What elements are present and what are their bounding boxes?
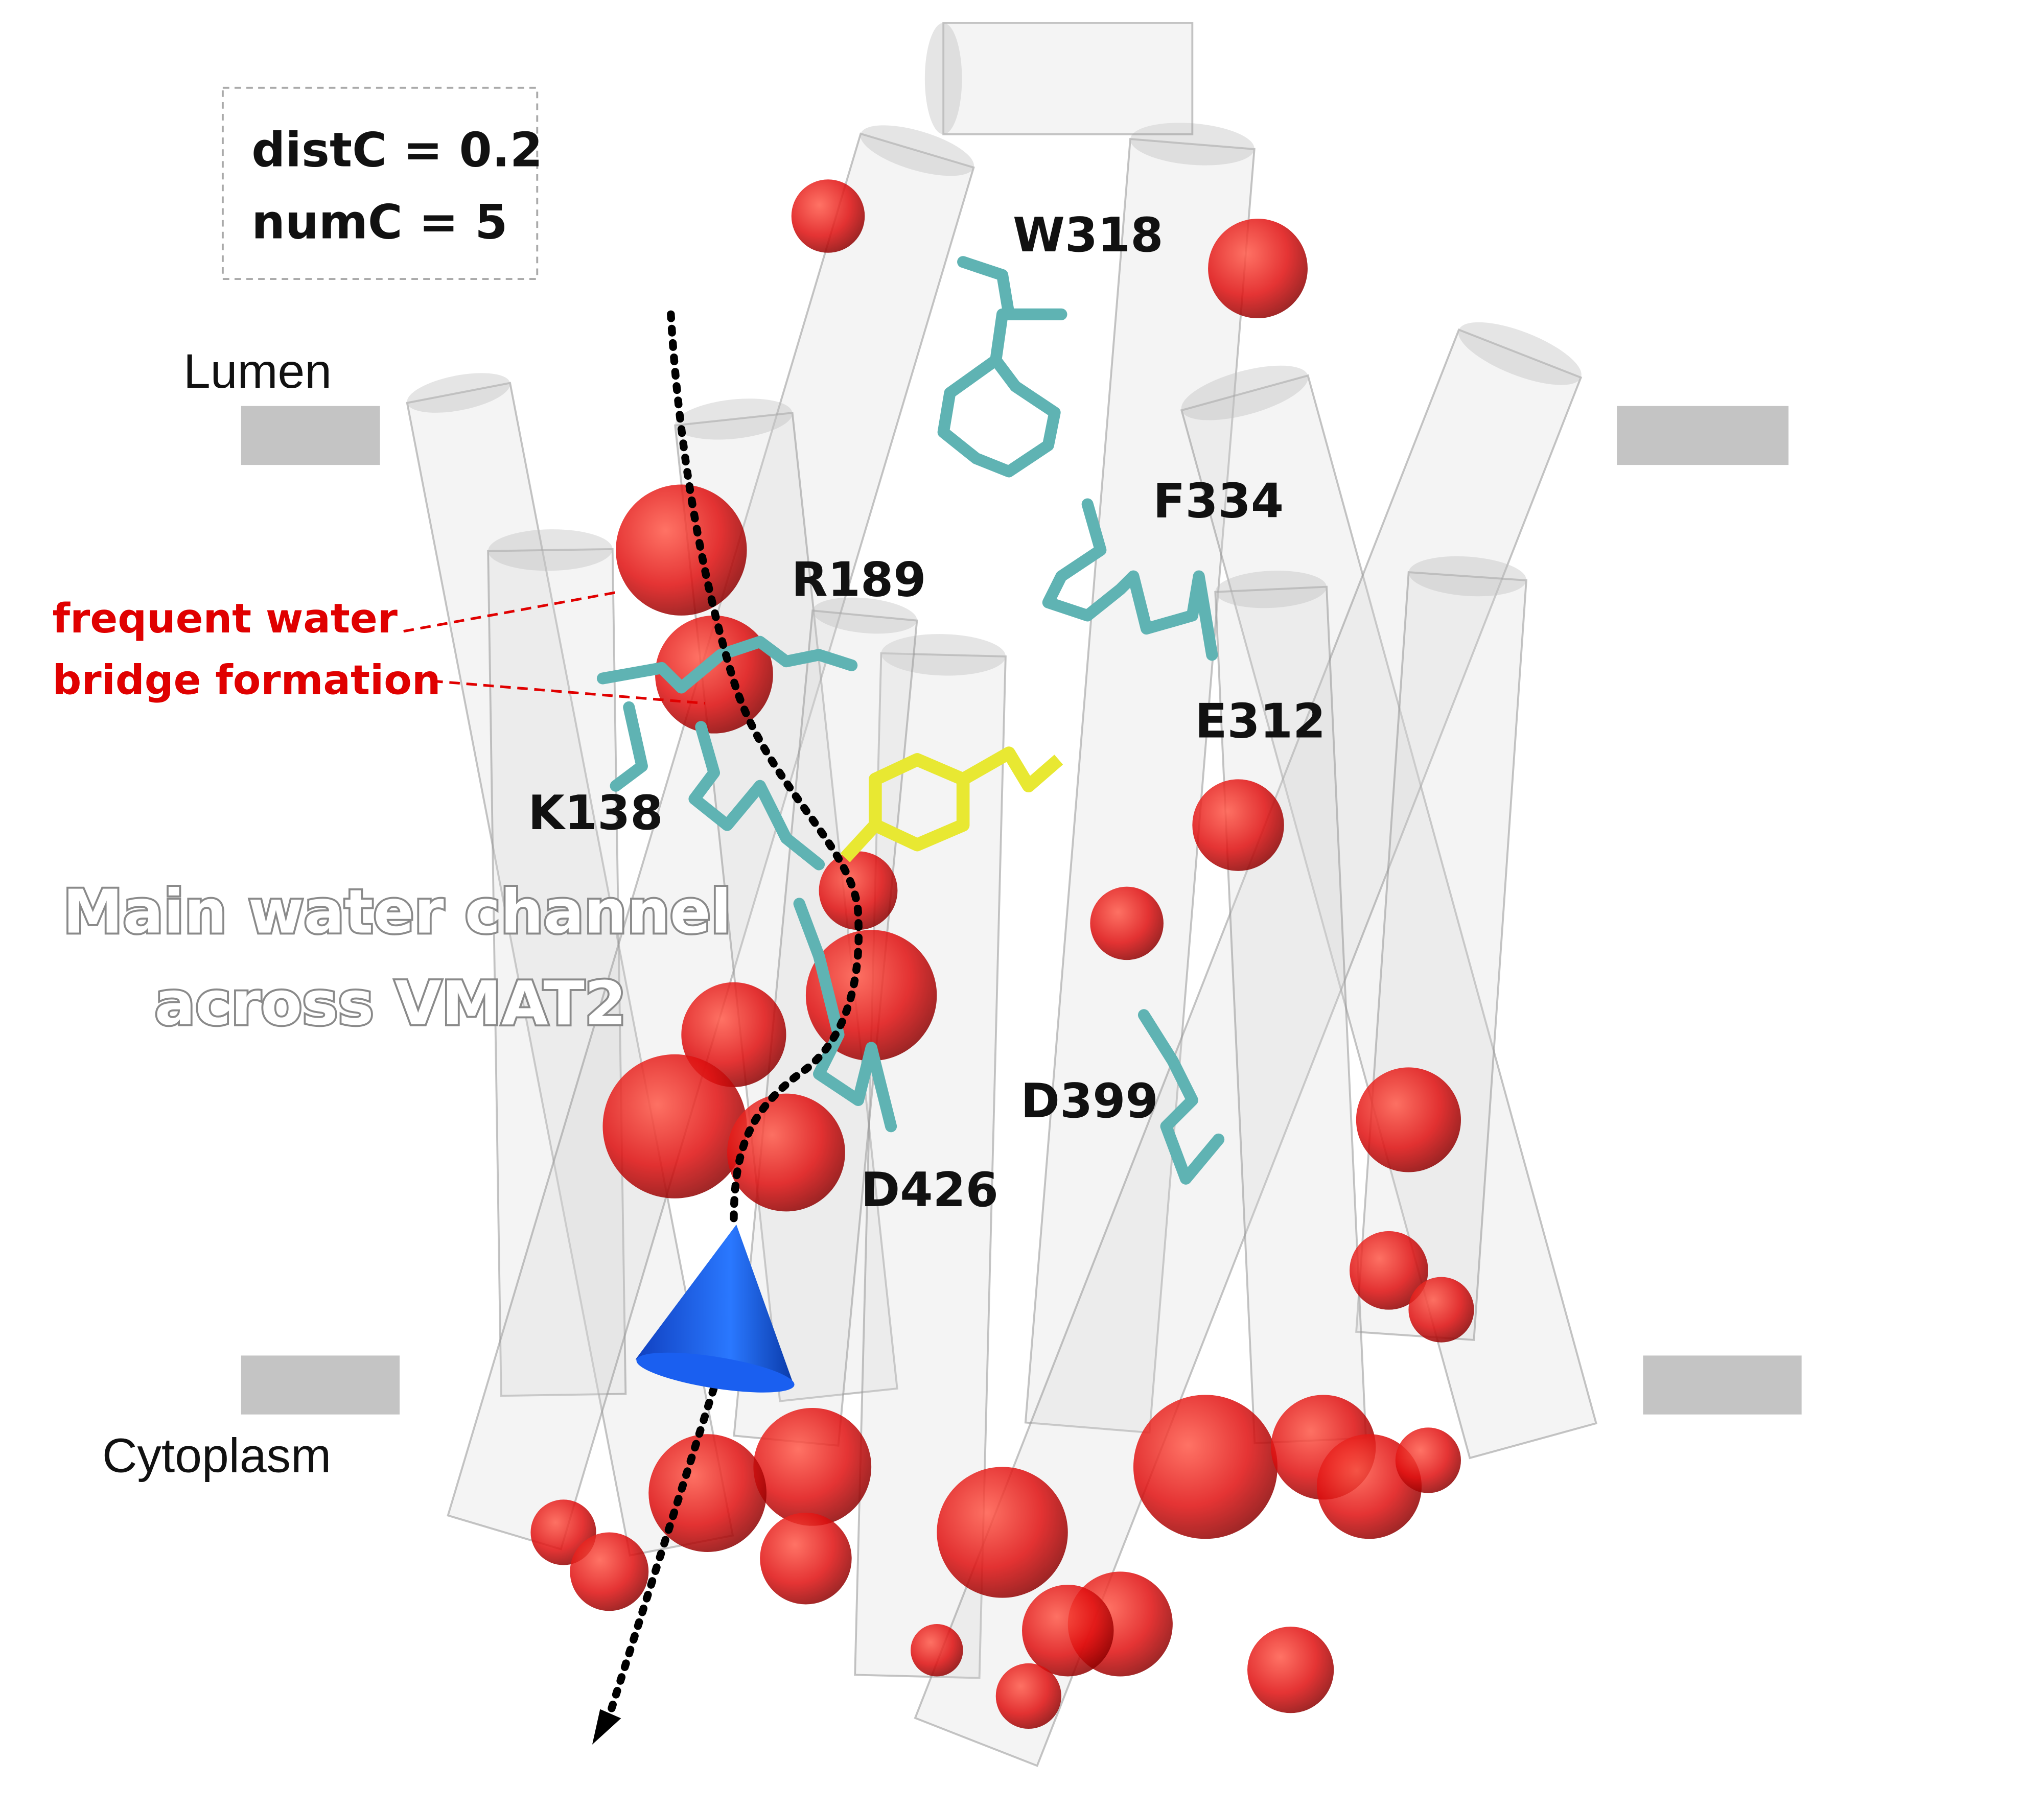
d399-sticks [1137, 1009, 1225, 1185]
water-density-blob [1356, 1067, 1461, 1172]
w318-ring [937, 308, 1061, 478]
water-density-blob [1247, 1627, 1334, 1713]
k138-sticks [610, 701, 648, 792]
water-density-blob [616, 484, 747, 616]
helix-cap [812, 597, 917, 634]
direction-cone-icon [635, 1225, 795, 1393]
numc-value: numC = 5 [251, 195, 507, 250]
residue-label-r189: R189 [792, 552, 926, 607]
ligand [840, 746, 1063, 862]
residue-sticks [596, 256, 1225, 1185]
water-density-blob [1395, 1427, 1461, 1493]
helix-cap [924, 22, 962, 134]
r189-sticks [596, 636, 858, 694]
annotation-line-1: frequent water [53, 595, 398, 642]
residue-label-e312: E312 [1195, 693, 1326, 748]
water-density-blob [648, 1434, 766, 1552]
k138-sticks-2 [688, 721, 825, 871]
water-density-blob [819, 851, 898, 930]
ligand-chain [960, 746, 1063, 793]
water-density-blob [760, 1513, 852, 1605]
residue-label-f334: F334 [1153, 474, 1284, 529]
water-channel-path [667, 310, 863, 1229]
water-channel-path-exit [605, 1371, 722, 1720]
helix-cap [860, 125, 974, 176]
water-density-blob [681, 982, 786, 1087]
helix-cap [488, 529, 613, 571]
annotation-line-2: bridge formation [53, 656, 441, 704]
cytoplasm-bar-right [1643, 1355, 1802, 1415]
residue-label-w318: W318 [1013, 207, 1163, 263]
water-density-blob [937, 1467, 1068, 1598]
water-density-blob [727, 1093, 845, 1212]
lumen-bar-left [241, 406, 380, 465]
channel-title-line-1: Main water channel [63, 877, 731, 947]
helix-cap [675, 398, 793, 440]
residue-label-k138: K138 [528, 785, 663, 840]
w318-sticks [957, 256, 1067, 320]
residue-label-d399: D399 [1020, 1073, 1158, 1129]
cytoplasm-bar-left [241, 1355, 400, 1415]
annotation-leader-2 [432, 679, 705, 705]
helix-cap [1458, 322, 1582, 385]
ligand-tail [840, 820, 880, 862]
parameter-box [221, 86, 539, 280]
water-density-blob [1192, 779, 1284, 871]
transmembrane-helices [406, 21, 1597, 1767]
water-density-blob [753, 1407, 872, 1526]
helix-cap [1181, 365, 1309, 420]
lumen-bar-right [1617, 406, 1788, 465]
membrane-boundary-markers [241, 406, 1802, 1415]
water-densities [530, 179, 1474, 1729]
water-density-blob [570, 1532, 649, 1611]
water-density-blob [1350, 1231, 1428, 1310]
water-density-blob [602, 1054, 747, 1198]
annotation-leader-1 [403, 591, 619, 633]
d426-sticks [793, 898, 897, 1133]
exit-arrowhead-icon [592, 1709, 621, 1745]
helix-cap [1408, 556, 1526, 597]
f334-sticks [1042, 498, 1218, 661]
water-density-blob [1022, 1585, 1114, 1677]
water-density-blob [1408, 1277, 1474, 1343]
helix-cap [407, 373, 510, 413]
water-density-blob [1208, 219, 1308, 318]
helix-cylinder [487, 548, 627, 1397]
water-density-blob [911, 1624, 963, 1677]
channel-title-line-2: across VMAT2 [155, 969, 626, 1039]
helix-cap [1215, 571, 1327, 608]
water-density-blob [1133, 1395, 1278, 1539]
water-density-blob [1090, 886, 1164, 960]
cytoplasm-label: Cytoplasm [102, 1429, 331, 1483]
lumen-label: Lumen [183, 344, 332, 398]
water-density-blob [791, 179, 865, 253]
helix-cylinder [914, 328, 1583, 1767]
distc-value: distC = 0.2 [251, 123, 543, 178]
helix-cylinder [942, 21, 1194, 135]
residue-label-d426: D426 [861, 1162, 998, 1217]
water-density-blob [995, 1663, 1061, 1729]
